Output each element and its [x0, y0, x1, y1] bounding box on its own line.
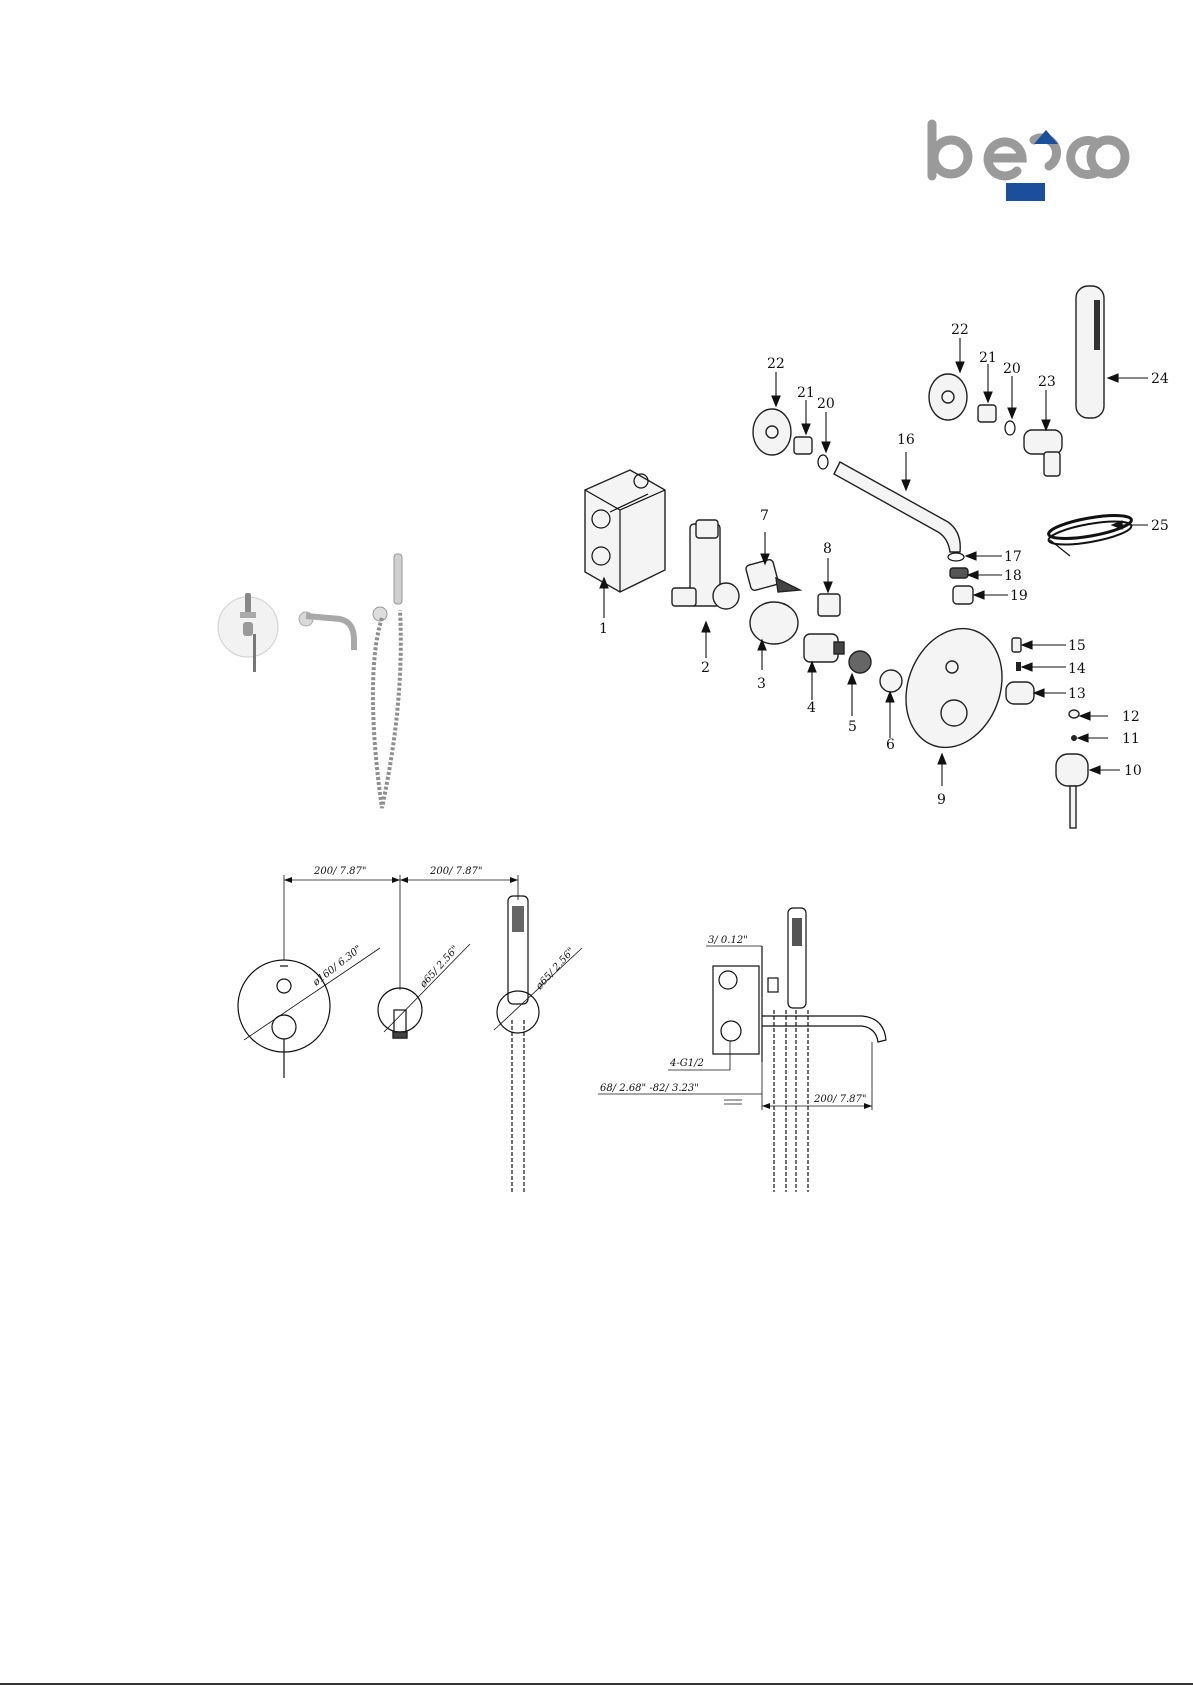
part-21-adapter-spout: [794, 437, 812, 454]
label-part-22-spout: 22: [767, 356, 785, 372]
part-24-hand-shower: [1076, 286, 1104, 418]
part-25-hose: [1047, 511, 1133, 556]
part-2-valve-body: [672, 520, 739, 609]
part-17-washer: [948, 553, 964, 561]
part-11-screw: [1071, 735, 1077, 741]
part-18-aerator: [950, 568, 968, 578]
part-23-holder: [1024, 430, 1062, 476]
part-6-ring: [880, 670, 902, 692]
exploded-view: 1 2 3 4 5 6 7 8 9 10 11 12 13 14 15 16 1…: [585, 286, 1169, 828]
dim-spout-reach: 200/ 7.87": [813, 1094, 867, 1105]
label-part-1: 1: [599, 621, 608, 637]
part-14-pin: [1016, 662, 1021, 671]
label-part-16: 16: [897, 432, 915, 448]
part-13-knob: [1006, 682, 1034, 704]
photo-mixer-plate: [218, 593, 278, 672]
part-9-cover-plate: [890, 615, 1018, 761]
photo-hand-shower: [373, 554, 402, 808]
part-20-oring-spout: [818, 455, 828, 469]
label-part-9: 9: [937, 792, 946, 808]
dim-spout-flange: ø65/ 2.56": [417, 944, 461, 991]
logo-blue-bar: [1006, 183, 1045, 201]
label-part-12: 12: [1122, 709, 1140, 725]
dim-plate-diameter: ø160/ 6.30": [310, 944, 364, 989]
part-7-cartridge: [745, 559, 800, 592]
logo-mark: [932, 124, 1125, 176]
dim-connections: 4-G1/2: [669, 1058, 704, 1069]
label-part-5: 5: [848, 719, 857, 735]
dim-wall-depth: 68/ 2.68" -82/ 3.23": [600, 1083, 699, 1094]
label-part-18: 18: [1004, 568, 1022, 584]
part-19-cap: [953, 586, 973, 604]
part-8-sleeve: [818, 594, 840, 616]
label-part-3: 3: [757, 676, 766, 692]
label-part-6: 6: [886, 737, 895, 753]
dim-holder-flange: ø65/ 2.56": [533, 946, 577, 993]
leader-arrows: [600, 338, 1148, 786]
label-part-21-spout: 21: [797, 385, 815, 401]
part-10-lever: [1056, 754, 1088, 828]
dim-plate-gap: 3/ 0.12": [708, 935, 748, 946]
part-1-concealed-box: [585, 470, 665, 592]
label-part-25: 25: [1151, 518, 1169, 534]
label-part-8: 8: [823, 541, 832, 557]
label-part-22-holder: 22: [951, 322, 969, 338]
part-15-cap: [1012, 638, 1021, 652]
label-part-19: 19: [1010, 588, 1028, 604]
dim-spacing-2: 200/ 7.87": [429, 866, 483, 877]
label-part-11: 11: [1122, 731, 1140, 747]
part-3-sleeve: [750, 602, 798, 644]
label-part-17: 17: [1004, 549, 1022, 565]
product-photo: [218, 554, 402, 808]
label-part-15: 15: [1068, 638, 1086, 654]
label-part-13: 13: [1068, 686, 1086, 702]
label-part-20-holder: 20: [1003, 361, 1021, 377]
dim-spacing-1: 200/ 7.87": [313, 866, 367, 877]
brand-logo: [932, 124, 1125, 201]
part-16-spout: [834, 462, 960, 552]
label-part-2: 2: [701, 660, 710, 676]
label-part-23: 23: [1038, 374, 1056, 390]
label-part-24: 24: [1151, 371, 1169, 387]
label-part-7: 7: [760, 508, 769, 524]
label-part-14: 14: [1068, 661, 1086, 677]
part-12-cap: [1069, 710, 1079, 718]
label-part-4: 4: [807, 700, 816, 716]
part-21-adapter-holder: [978, 405, 996, 422]
part-4-diverter: [804, 634, 844, 662]
part-20-oring-holder: [1005, 421, 1015, 435]
part-5-nut: [849, 651, 871, 673]
photo-spout: [299, 612, 354, 650]
label-part-10: 10: [1124, 763, 1142, 779]
label-part-20-spout: 20: [817, 396, 835, 412]
front-view-drawing: 200/ 7.87" 200/ 7.87" ø160/ 6.30" ø65/ 2…: [238, 866, 582, 1192]
label-part-21-holder: 21: [979, 350, 997, 366]
side-view-drawing: 3/ 0.12" 4-G1/2 68/ 2.68" -82/ 3.23" 200…: [598, 908, 886, 1192]
